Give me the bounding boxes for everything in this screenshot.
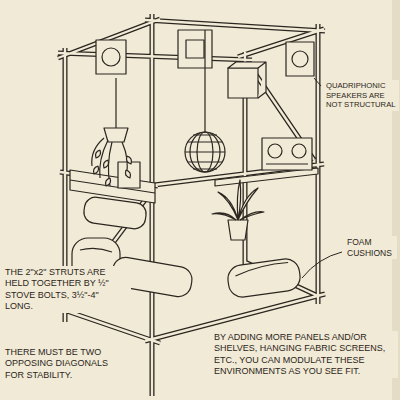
cushion-crease — [80, 248, 112, 252]
lamp-grid — [190, 132, 220, 172]
plant-pot — [228, 220, 248, 240]
annotation-note: THERE MUST BE TWO OPPOSING DIAGONALS FOR… — [3, 346, 125, 382]
lamp-cord — [204, 30, 205, 132]
callout-note: FOAM CUSHIONS — [345, 236, 397, 259]
furnishings — [70, 30, 318, 299]
annotation-note: BY ADDING MORE PANELS AND/OR SHELVES, HA… — [212, 331, 398, 378]
plant-leaf — [212, 180, 264, 220]
speaker-cone — [292, 51, 308, 67]
speaker-cone — [102, 48, 120, 66]
tape-reel — [292, 144, 306, 158]
ball-lamp — [185, 132, 225, 172]
speaker-box — [228, 68, 258, 98]
leader-line — [302, 252, 342, 278]
shelf-board — [70, 170, 155, 203]
speaker-box — [96, 40, 126, 74]
leader-line — [314, 78, 321, 86]
foam-cushion — [82, 196, 147, 230]
speaker-grille — [186, 40, 204, 58]
shelf-board — [215, 168, 318, 186]
shelf-line — [70, 180, 155, 193]
annotation-note: THE 2"x2" STRUTS ARE HELD TOGETHER BY ½"… — [3, 266, 131, 313]
lamp-grid — [197, 132, 213, 172]
tape-deck — [262, 138, 312, 170]
speaker-box — [178, 30, 212, 68]
tape-reel — [268, 144, 282, 158]
speaker-side — [228, 62, 266, 98]
hanger — [115, 78, 116, 128]
deck-controls — [266, 163, 308, 164]
foam-cushion — [226, 257, 302, 299]
cushion-crease — [235, 262, 289, 276]
callout-note: QUADRIPHONIC SPEAKERS ARE NOT STRUCTURAL — [324, 80, 399, 111]
speaker-box — [286, 42, 314, 76]
plant-leaf — [94, 150, 132, 186]
lamp-grid — [185, 135, 225, 169]
